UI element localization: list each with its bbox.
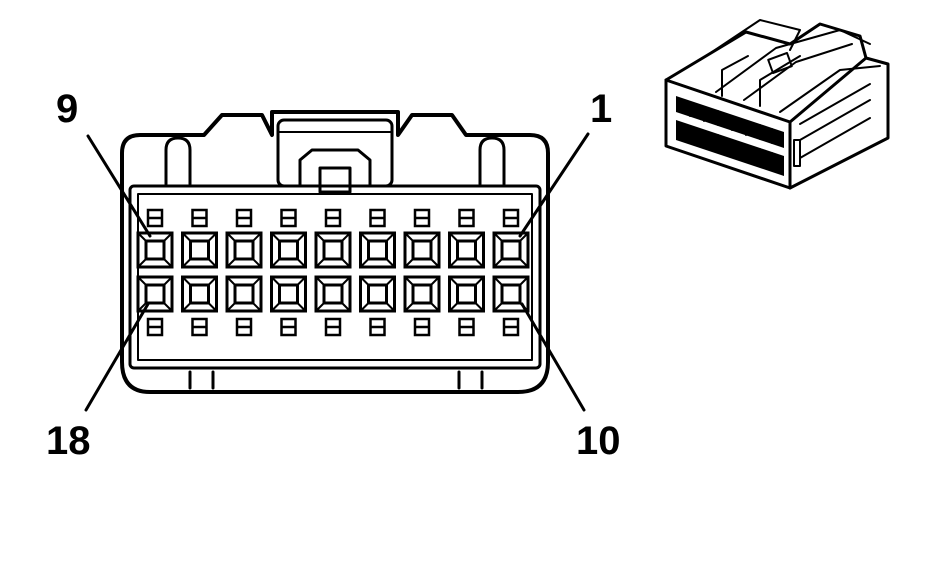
pin-cavity-3 (403, 231, 441, 269)
pin-cavity-1 (492, 231, 530, 269)
leader-line-pin-1 (518, 132, 590, 238)
leader-line-pin-10 (520, 302, 586, 412)
terminal-slot-1 (502, 208, 520, 228)
terminal-slot-11 (458, 317, 475, 337)
pin-cavity-16 (225, 275, 263, 313)
pin-label-18: 18 (46, 419, 91, 463)
pin-cavity-9 (136, 231, 174, 269)
pin-label-10: 10 (576, 419, 621, 463)
pin-cavity-11 (448, 275, 485, 313)
pin-cavity-17 (181, 275, 218, 313)
terminal-slot-8 (191, 208, 208, 228)
pin-cavity-row-10-18 (136, 275, 530, 313)
pin-cavity-4 (359, 231, 396, 269)
housing-rib-left (164, 136, 192, 186)
pin-cavity-13 (359, 275, 396, 313)
terminal-slot-18 (146, 317, 164, 337)
connector-latch (276, 118, 394, 194)
pin-leader-lines (84, 132, 590, 412)
connector-isometric-icon (664, 19, 890, 190)
housing-rib-right (478, 136, 506, 186)
terminal-slot-4 (369, 208, 386, 228)
terminal-slot-15 (280, 317, 297, 337)
terminal-slot-3 (413, 208, 431, 228)
pin-cavity-6 (270, 231, 307, 269)
terminal-slots-bottom (146, 317, 520, 337)
pin-cavity-5 (314, 231, 352, 269)
connector-face-diagram (120, 110, 550, 394)
pin-cavity-2 (448, 231, 485, 269)
terminal-slot-9 (146, 208, 164, 228)
terminal-slot-6 (280, 208, 297, 228)
terminal-slot-2 (458, 208, 475, 228)
terminal-slot-10 (502, 317, 520, 337)
terminal-slot-13 (369, 317, 386, 337)
terminal-slot-16 (235, 317, 253, 337)
terminal-slot-17 (191, 317, 208, 337)
pin-cavity-18 (136, 275, 174, 313)
terminal-slot-14 (324, 317, 342, 337)
pin-cavity-row-1-9 (136, 231, 530, 269)
pin-label-1: 1 (590, 87, 612, 131)
pin-cavity-10 (492, 275, 530, 313)
pin-cavity-7 (225, 231, 263, 269)
connector-housing-outline (120, 110, 550, 394)
iso-pin-cavities (676, 96, 784, 176)
pin-label-9: 9 (56, 87, 78, 131)
terminal-slot-5 (324, 208, 342, 228)
terminal-slot-12 (413, 317, 431, 337)
terminal-slot-7 (235, 208, 253, 228)
pin-cavity-14 (314, 275, 352, 313)
pin-cavity-8 (181, 231, 218, 269)
pin-cavity-12 (403, 275, 441, 313)
terminal-slots-top (146, 208, 520, 228)
leader-line-pin-9 (86, 134, 152, 238)
pin-cavity-15 (270, 275, 307, 313)
leader-line-pin-18 (84, 302, 150, 412)
